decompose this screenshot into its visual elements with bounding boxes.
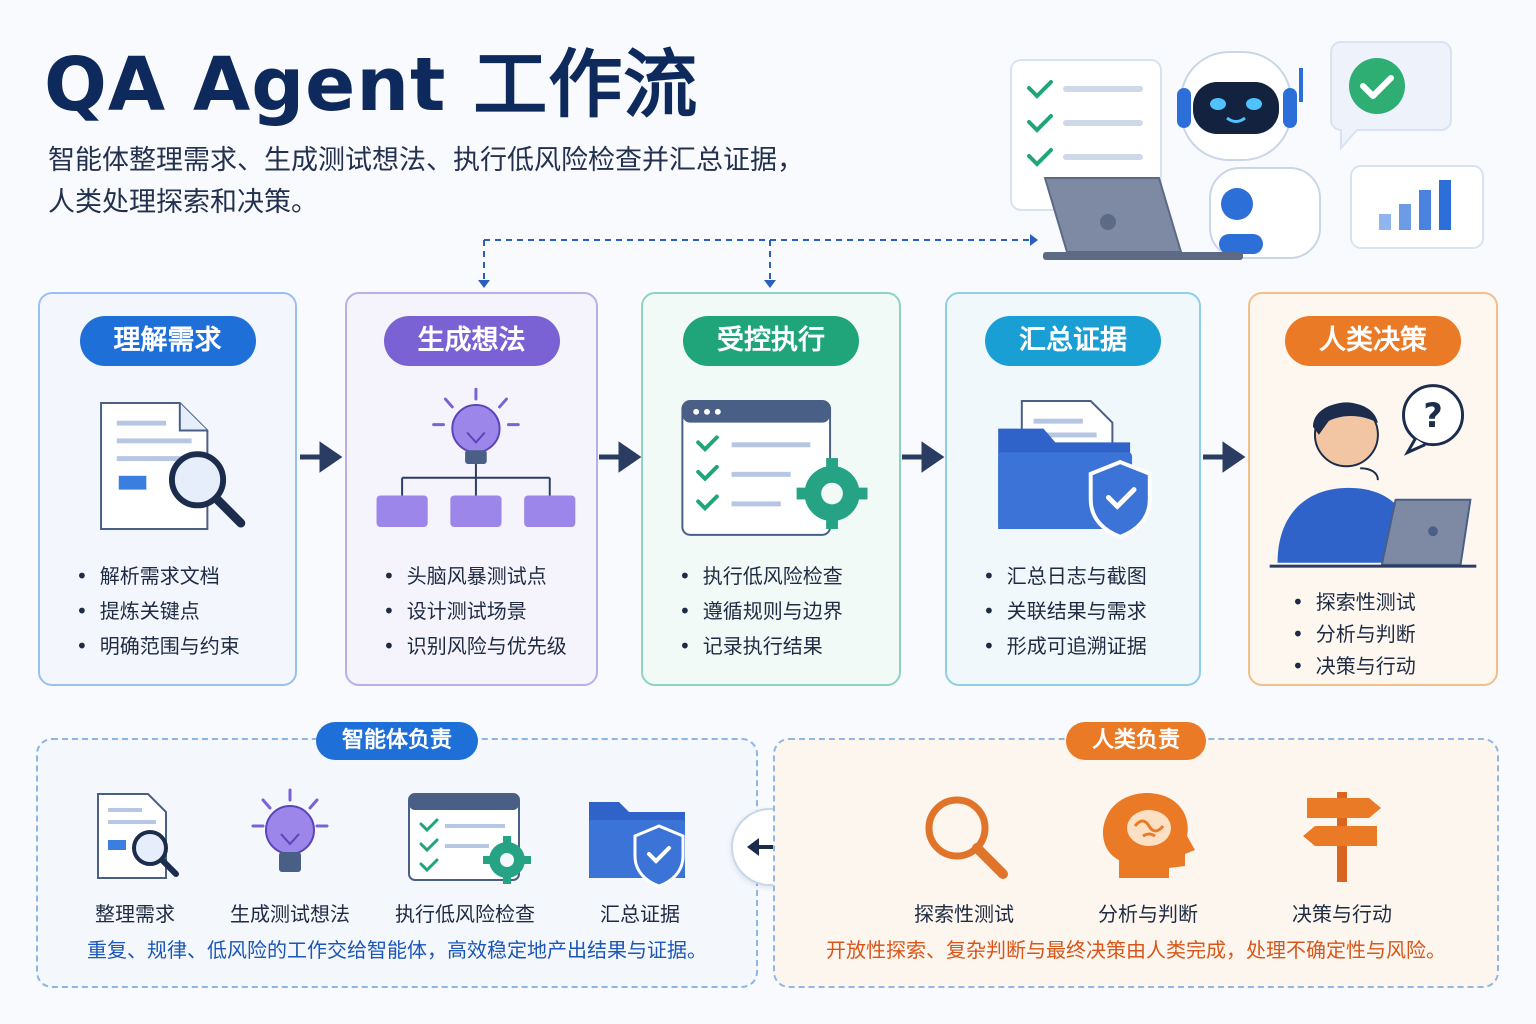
- stage-item: 探索性测试: [1292, 586, 1416, 618]
- approved-bubble-icon: [1330, 41, 1452, 151]
- stage-title: 理解需求: [79, 316, 256, 366]
- stage-items: 执行低风险检查 遵循规则与边界 记录执行结果: [679, 559, 843, 664]
- stage-item: 执行低风险检查: [679, 559, 843, 594]
- human-item: 分析与判断: [1073, 788, 1223, 927]
- stage-item: 设计测试场景: [383, 594, 567, 629]
- agent-item: 执行低风险检查: [390, 788, 540, 927]
- stage-items: 解析需求文档 提炼关键点 明确范围与约束: [76, 559, 240, 664]
- stage-items: 头脑风暴测试点 设计测试场景 识别风险与优先级: [383, 559, 567, 664]
- brain-icon: [1103, 792, 1195, 878]
- agent-item: 生成测试想法: [215, 788, 365, 927]
- checklist-gear-icon: [408, 793, 531, 884]
- signpost-icon: [1303, 792, 1381, 882]
- stage-title: 受控执行: [683, 316, 859, 366]
- subtitle-line-1: 智能体整理需求、生成测试想法、执行低风险检查并汇总证据，: [48, 145, 804, 176]
- stage-card-evidence: 汇总证据 汇总日志与截图 关联结果与需求 形成可追溯证据: [945, 292, 1201, 686]
- agent-responsibility-panel: 智能体负责 整理需求 生成测试想法: [36, 722, 758, 988]
- lightbulb-tree-icon: [376, 387, 576, 527]
- flow-arrow-icon: [1203, 441, 1246, 473]
- agent-item: 汇总证据: [565, 788, 715, 927]
- stage-item: 分析与判断: [1292, 618, 1416, 650]
- agent-panel-tag: 智能体负责: [315, 722, 479, 760]
- stage-item: 识别风险与优先级: [383, 629, 567, 664]
- stage-card-execute: 受控执行 执行低风险检查 遵循规则与边界 记录执行结果: [641, 292, 901, 686]
- lightbulb-icon: [251, 788, 329, 872]
- stage-item: 遵循规则与边界: [679, 594, 843, 629]
- flow-arrow-icon: [599, 441, 642, 473]
- human-item: 决策与行动: [1267, 788, 1417, 927]
- stage-item: 提炼关键点: [76, 594, 240, 629]
- stage-item: 汇总日志与截图: [983, 559, 1147, 594]
- stage-item: 形成可追溯证据: [983, 629, 1147, 664]
- agent-item-label: 执行低风险检查: [395, 902, 535, 926]
- document-search-icon: [97, 793, 179, 879]
- human-item-label: 决策与行动: [1292, 902, 1392, 926]
- stage-item: 关联结果与需求: [983, 594, 1147, 629]
- stage-title: 生成想法: [383, 316, 560, 366]
- human-panel-tag: 人类负责: [1065, 722, 1207, 760]
- folder-shield-icon: [589, 802, 685, 888]
- stage-card-decision: 人类决策 ? 探索性测试 分析与判断 决策与行动: [1248, 292, 1498, 686]
- human-panel-note: 开放性探索、复杂判断与最终决策由人类完成，处理不确定性与风险。: [826, 938, 1446, 962]
- human-item: 探索性测试: [889, 788, 1039, 927]
- agent-item-label: 生成测试想法: [230, 902, 350, 926]
- checklist-gear-icon: [681, 400, 868, 536]
- robot-icon: [1177, 51, 1321, 259]
- stage-items: 探索性测试 分析与判断 决策与行动: [1292, 586, 1416, 682]
- agent-item-label: 汇总证据: [600, 902, 680, 926]
- stage-item: 解析需求文档: [76, 559, 240, 594]
- svg-text:?: ?: [1423, 396, 1442, 435]
- flow-arrow-icon: [300, 441, 343, 473]
- stage-card-ideate: 生成想法 头脑风暴测试点 设计测试场景 识别风险与优先级: [345, 292, 598, 686]
- feedback-loop-connector: [478, 234, 1038, 288]
- stage-item: 明确范围与约束: [76, 629, 240, 664]
- agent-item-label: 整理需求: [95, 902, 175, 926]
- stage-items: 汇总日志与截图 关联结果与需求 形成可追溯证据: [983, 559, 1147, 664]
- stage-item: 头脑风暴测试点: [383, 559, 567, 594]
- page-title: QA Agent 工作流: [44, 42, 699, 128]
- human-item-label: 探索性测试: [914, 902, 1014, 926]
- laptop-icon: [1043, 177, 1243, 260]
- subtitle-line-2: 人类处理探索和决策。: [48, 187, 318, 218]
- stage-title: 人类决策: [1285, 316, 1461, 366]
- stage-item: 记录执行结果: [679, 629, 843, 664]
- agent-panel-note: 重复、规律、低风险的工作交给智能体，高效稳定地产出结果与证据。: [87, 938, 707, 962]
- bar-chart-card-icon: [1350, 165, 1484, 249]
- thinking-person-icon: ?: [1269, 384, 1477, 568]
- robot-hero-illustration: [1010, 41, 1484, 260]
- folder-shield-icon: [998, 400, 1152, 539]
- magnifier-icon: [925, 796, 1008, 879]
- checklist-card-icon: [1010, 59, 1162, 211]
- stage-title: 汇总证据: [985, 316, 1161, 366]
- human-responsibility-panel: 人类负责 探索性测试 分析与判断 决策与行动 开放性探索、复杂判断与最终决策由人…: [773, 722, 1499, 988]
- flow-arrow-icon: [902, 441, 945, 473]
- document-search-icon: [100, 401, 246, 530]
- stage-card-understand: 理解需求 解析需求文档 提炼关键点 明确范围与约束: [38, 292, 297, 686]
- page-subtitle: 智能体整理需求、生成测试想法、执行低风险检查并汇总证据， 人类处理探索和决策。: [48, 140, 868, 224]
- human-item-label: 分析与判断: [1098, 902, 1198, 926]
- stage-item: 决策与行动: [1292, 650, 1416, 682]
- agent-item: 整理需求: [60, 788, 210, 927]
